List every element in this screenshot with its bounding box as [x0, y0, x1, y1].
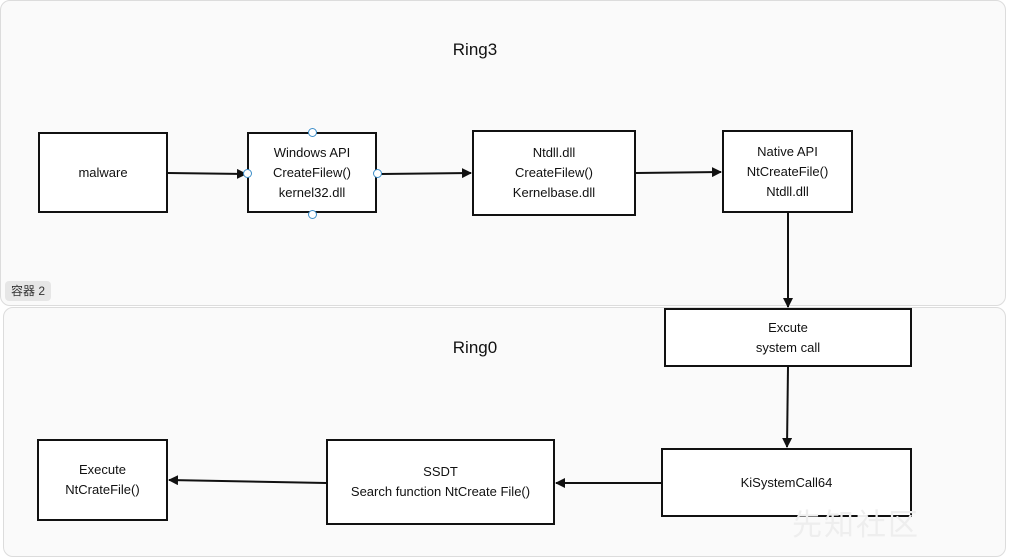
- connection-handle-bottom[interactable]: [308, 210, 317, 219]
- node-native-api-line-1: Native API: [757, 143, 818, 159]
- ring3-title: Ring3: [452, 40, 498, 59]
- arrow-ntdll-to-native: [635, 167, 722, 178]
- node-ssdt-line-2: Search function NtCreate File(): [350, 484, 531, 499]
- node-windows-api[interactable]: Windows API CreateFilew() kernel32.dll: [247, 132, 377, 213]
- node-native-api-line-2: NtCreateFile(): [746, 163, 829, 179]
- node-execute-ntcratefile-line-1: Execute: [79, 462, 126, 477]
- connection-handle-right[interactable]: [373, 169, 382, 178]
- node-native-api[interactable]: Native API NtCreateFile() Ntdll.dll: [722, 130, 853, 213]
- node-execute-ntcratefile[interactable]: Execute NtCrateFile(): [37, 439, 168, 521]
- ring0-title: Ring0: [452, 338, 498, 357]
- node-ssdt-line-1: SSDT: [423, 464, 458, 479]
- node-ntdll[interactable]: Ntdll.dll CreateFilew() Kernelbase.dll: [472, 130, 636, 216]
- node-malware-line-1: malware: [78, 164, 128, 180]
- node-kisystemcall64-line-1: KiSystemCall64: [740, 474, 833, 490]
- connection-handle-left[interactable]: [243, 169, 252, 178]
- arrow-malware-to-winapi: [167, 168, 247, 179]
- node-ntdll-line-2: CreateFilew(): [514, 165, 593, 180]
- arrow-execute-to-kisyscall: [782, 366, 793, 448]
- node-execute-ntcratefile-line-2: NtCrateFile(): [65, 482, 140, 497]
- arrow-winapi-to-ntdll: [376, 168, 472, 179]
- connection-handle-top[interactable]: [308, 128, 317, 137]
- node-kisystemcall64[interactable]: KiSystemCall64: [661, 448, 912, 517]
- node-native-api-line-3: Ntdll.dll: [766, 183, 809, 199]
- arrow-ssdt-to-execute-create: [168, 475, 327, 486]
- node-ntdll-line-3: Kernelbase.dll: [512, 185, 596, 200]
- node-windows-api-line-1: Windows API: [273, 144, 351, 160]
- node-execute-system-call[interactable]: Excute system call: [664, 308, 912, 367]
- node-windows-api-line-3: kernel32.dll: [278, 184, 346, 200]
- node-ssdt[interactable]: SSDT Search function NtCreate File(): [326, 439, 555, 525]
- node-malware[interactable]: malware: [38, 132, 168, 213]
- watermark: 先知社区: [792, 509, 920, 542]
- node-windows-api-line-2: CreateFilew(): [272, 164, 351, 180]
- node-ntdll-line-1: Ntdll.dll: [532, 145, 576, 160]
- node-execute-system-call-line-2: system call: [755, 339, 821, 355]
- node-execute-system-call-line-1: Excute: [768, 319, 808, 335]
- container-tag[interactable]: 容器 2: [5, 281, 52, 301]
